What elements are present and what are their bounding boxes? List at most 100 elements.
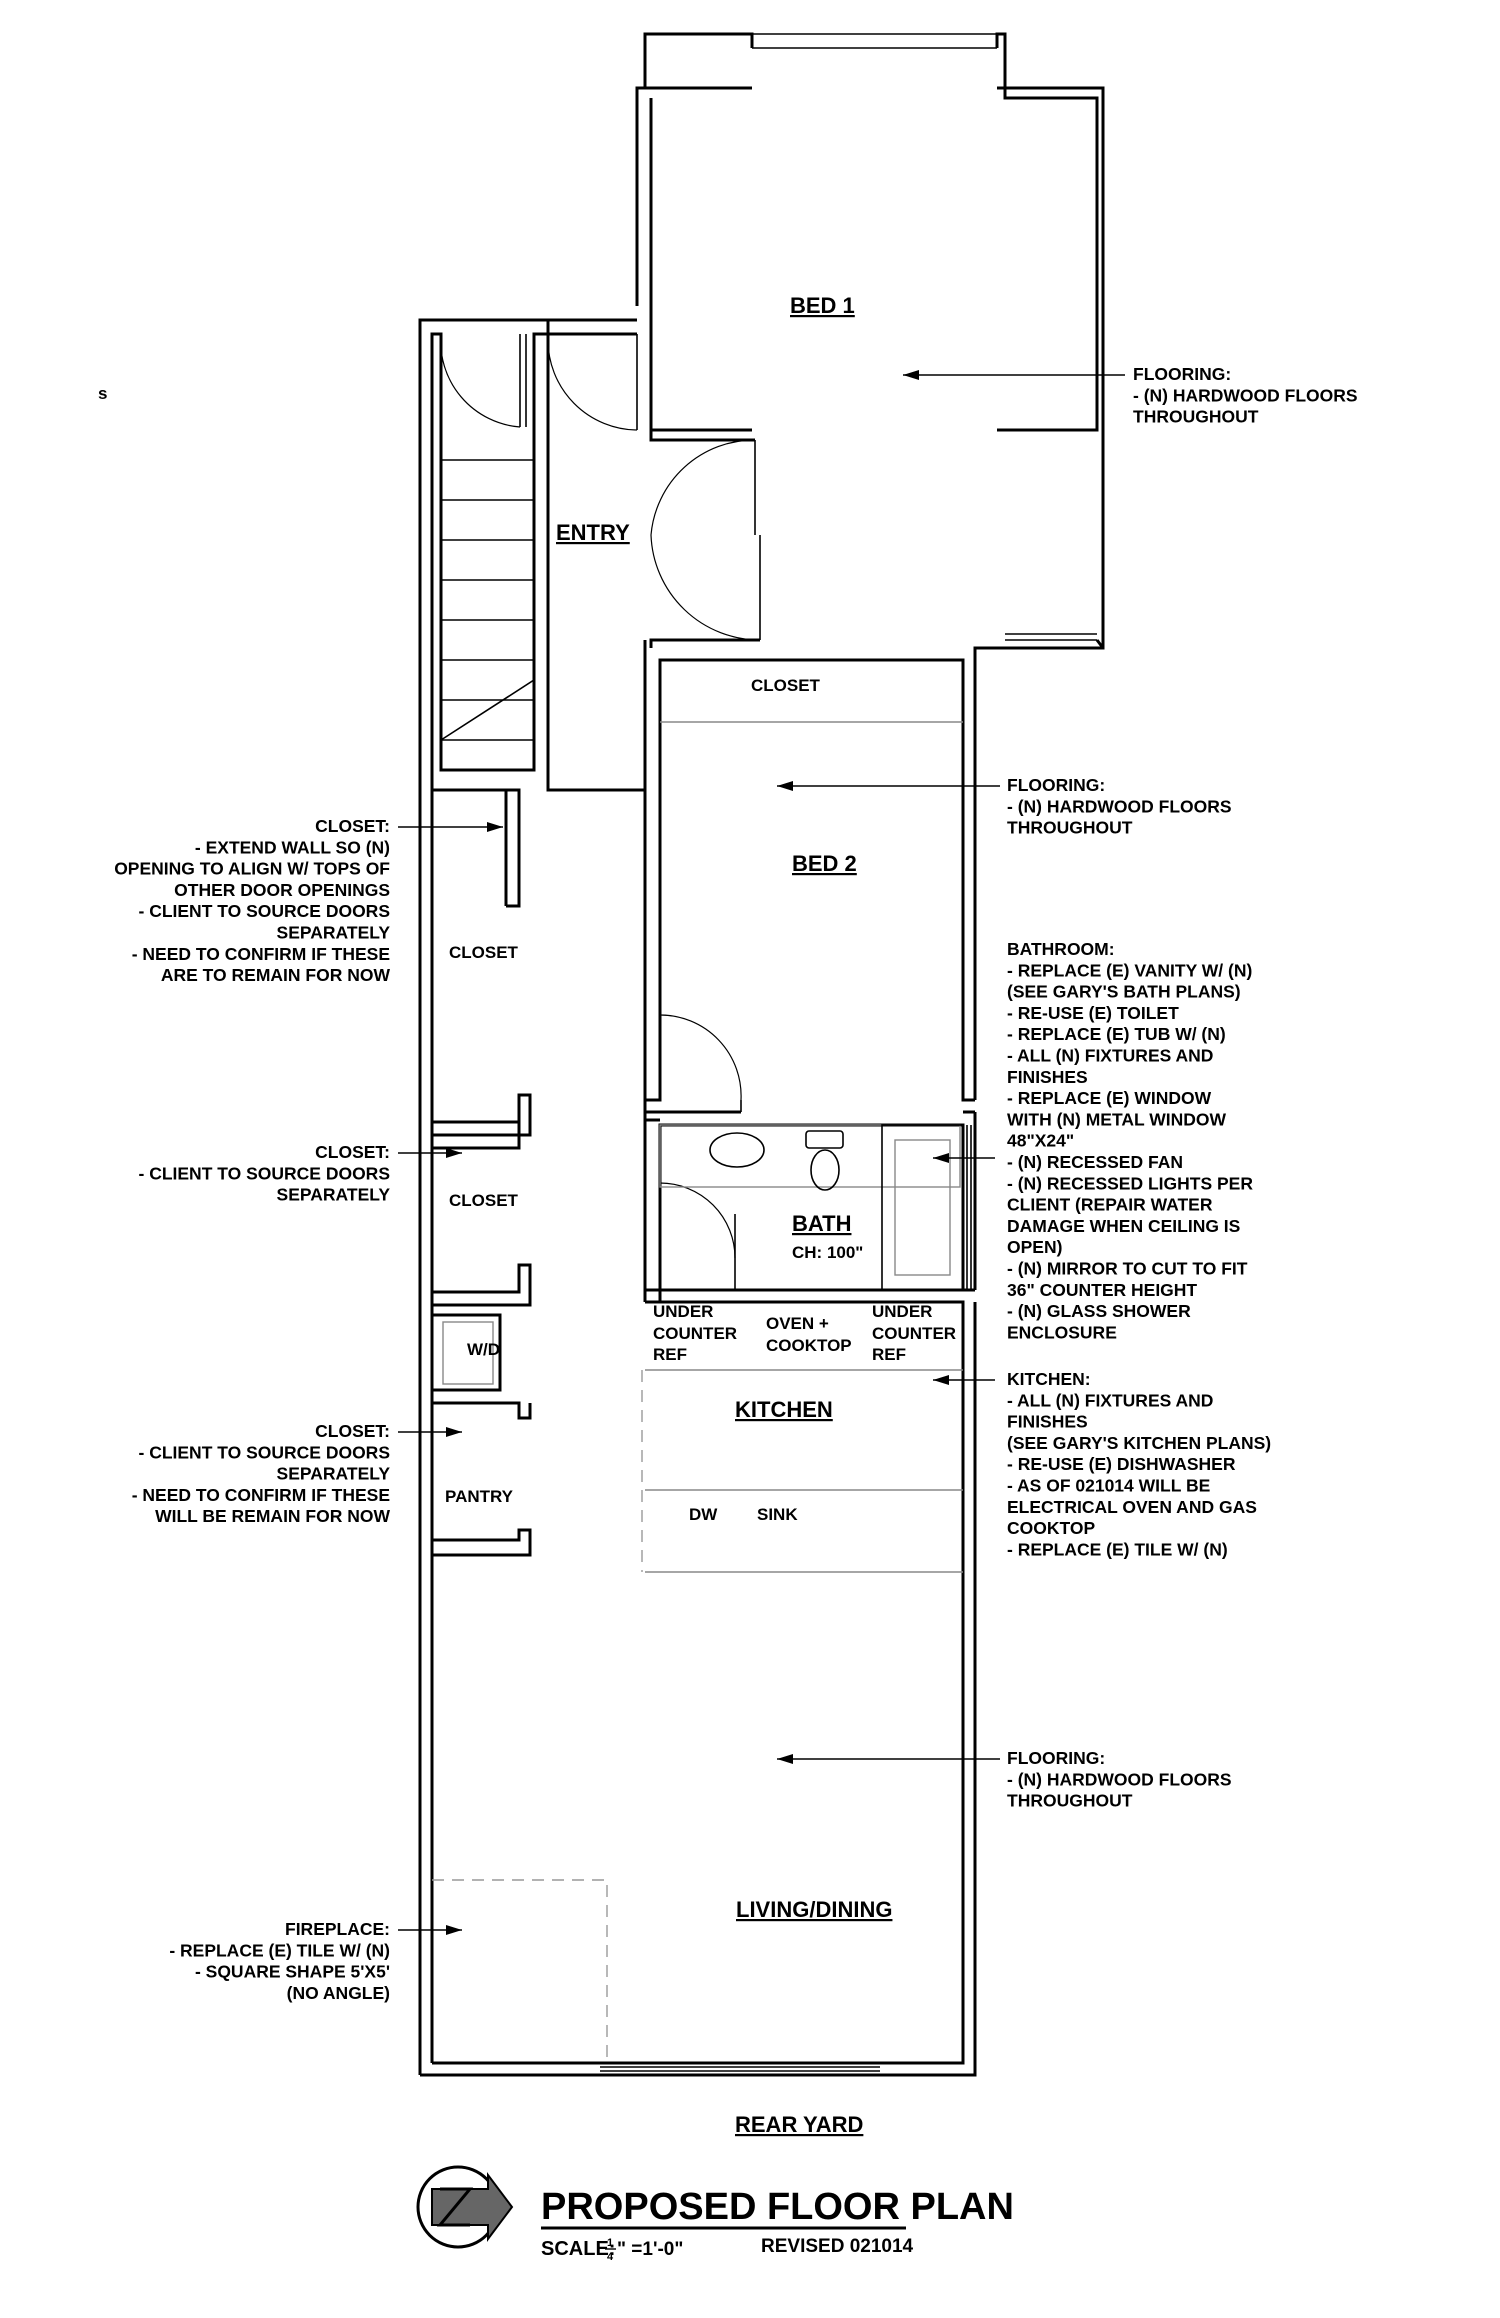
note-flooring-bed1-line-0: FLOORING: (1133, 364, 1231, 384)
note-kitchen-line-5: - AS OF 021014 WILL BE (1007, 1476, 1210, 1496)
note-kitchen-line-1: - ALL (N) FIXTURES AND (1007, 1390, 1213, 1410)
room-label-living-dining: LIVING/DINING (736, 1897, 892, 1922)
kitchen-label-ref-left-3: REF (653, 1345, 687, 1364)
note-kitchen-line-4: - RE-USE (E) DISHWASHER (1007, 1454, 1236, 1474)
window-details (600, 33, 1097, 2072)
note-bathroom-line-6: FINISHES (1007, 1067, 1088, 1087)
kitchen-label-ref-right-1: UNDER (872, 1302, 932, 1321)
room-label-bed2: BED 2 (792, 851, 857, 876)
note-bathroom-line-17: - (N) GLASS SHOWER (1007, 1301, 1191, 1321)
note-closet-pantry-line-4: WILL BE REMAIN FOR NOW (155, 1506, 390, 1526)
note-closet-extend-line-7: ARE TO REMAIN FOR NOW (161, 965, 391, 985)
note-bathroom-line-18: ENCLOSURE (1007, 1322, 1117, 1342)
sink-basin (709, 1132, 765, 1168)
annotation-notes: FLOORING:- (N) HARDWOOD FLOORSTHROUGHOUT… (114, 364, 1357, 2003)
note-bathroom-line-7: - REPLACE (E) WINDOW (1007, 1088, 1212, 1108)
kitchen-label-ref-right-3: REF (872, 1345, 906, 1364)
note-closet-pantry-line-0: CLOSET: (315, 1421, 390, 1441)
walls (418, 32, 1105, 2077)
leader-lines (398, 370, 1125, 1935)
title-block: PROPOSED FLOOR PLAN SCALE: 1 4 " =1'-0" … (416, 2165, 1014, 2263)
note-closet-source-line-0: CLOSET: (315, 1142, 390, 1162)
door-swings (440, 333, 761, 1290)
tub (894, 1139, 951, 1276)
note-bathroom-line-16: 36" COUNTER HEIGHT (1007, 1280, 1197, 1300)
room-label-kitchen: KITCHEN (735, 1397, 833, 1422)
kitchen-label-oven-2: COOKTOP (766, 1336, 852, 1355)
room-label-bed1: BED 1 (790, 293, 855, 318)
note-bathroom-line-0: BATHROOM: (1007, 939, 1115, 959)
note-bathroom-line-2: (SEE GARY'S BATH PLANS) (1007, 982, 1241, 1002)
note-flooring-bed1-line-1: - (N) HARDWOOD FLOORS (1133, 385, 1358, 405)
bath-fixtures (659, 1124, 964, 1291)
drawing-title: PROPOSED FLOOR PLAN (541, 2186, 1014, 2228)
note-closet-extend-line-1: - EXTEND WALL SO (N) (195, 837, 390, 857)
note-closet-extend-line-3: OTHER DOOR OPENINGS (174, 880, 390, 900)
note-flooring-living-line-0: FLOORING: (1007, 1748, 1105, 1768)
scale-value: " =1'-0" (617, 2239, 683, 2260)
note-flooring-bed2-line-1: - (N) HARDWOOD FLOORS (1007, 796, 1232, 816)
room-label-bath: BATH (792, 1211, 851, 1236)
note-closet-source-line-2: SEPARATELY (277, 1185, 391, 1205)
note-closet-extend-line-4: - CLIENT TO SOURCE DOORS (139, 901, 391, 921)
note-bathroom-line-11: - (N) RECESSED LIGHTS PER (1007, 1173, 1253, 1193)
note-kitchen-line-6: ELECTRICAL OVEN AND GAS (1007, 1497, 1257, 1517)
note-bathroom-line-9: 48"X24" (1007, 1131, 1074, 1151)
note-flooring-bed2-line-2: THROUGHOUT (1007, 818, 1133, 838)
note-bathroom-line-8: WITH (N) METAL WINDOW (1007, 1109, 1227, 1129)
kitchen-counters (641, 1369, 963, 1573)
room-label-wd: W/D (467, 1340, 500, 1359)
note-bathroom-line-14: OPEN) (1007, 1237, 1062, 1257)
washer-dryer-box (442, 1321, 494, 1385)
rear-yard-label: REAR YARD (735, 2112, 863, 2137)
scale-label: SCALE: (541, 2238, 615, 2260)
note-kitchen-line-7: COOKTOP (1007, 1518, 1095, 1538)
kitchen-label-dw: DW (689, 1505, 718, 1524)
room-label-closet-2: CLOSET (449, 1191, 519, 1210)
note-bathroom-line-15: - (N) MIRROR TO CUT TO FIT (1007, 1259, 1248, 1279)
kitchen-label-ref-left-1: UNDER (653, 1302, 713, 1321)
kitchen-label-ref-right-2: COUNTER (872, 1324, 956, 1343)
bath-ceiling-height: CH: 100" (792, 1243, 863, 1262)
room-label-entry: ENTRY (556, 520, 630, 545)
note-closet-extend-line-2: OPENING TO ALIGN W/ TOPS OF (114, 859, 390, 879)
room-label-closet-top: CLOSET (751, 676, 821, 695)
note-closet-pantry-line-2: SEPARATELY (277, 1464, 391, 1484)
note-kitchen-line-3: (SEE GARY'S KITCHEN PLANS) (1007, 1433, 1271, 1453)
staircase (440, 459, 535, 741)
note-bathroom-line-5: - ALL (N) FIXTURES AND (1007, 1046, 1213, 1066)
note-flooring-living-line-2: THROUGHOUT (1007, 1791, 1133, 1811)
note-closet-extend-line-6: - NEED TO CONFIRM IF THESE (132, 944, 390, 964)
note-flooring-bed2-line-0: FLOORING: (1007, 775, 1105, 795)
note-kitchen-line-8: - REPLACE (E) TILE W/ (N) (1007, 1539, 1228, 1559)
note-bathroom-line-3: - RE-USE (E) TOILET (1007, 1003, 1179, 1023)
kitchen-label-oven-1: OVEN + (766, 1314, 829, 1333)
note-bathroom-line-13: DAMAGE WHEN CEILING IS (1007, 1216, 1240, 1236)
note-closet-extend-line-0: CLOSET: (315, 816, 390, 836)
note-closet-extend-line-5: SEPARATELY (277, 923, 391, 943)
note-closet-pantry-line-3: - NEED TO CONFIRM IF THESE (132, 1485, 390, 1505)
note-closet-source-line-1: - CLIENT TO SOURCE DOORS (139, 1163, 391, 1183)
north-arrow-icon (416, 2165, 514, 2249)
note-fireplace-line-2: - SQUARE SHAPE 5'X5' (195, 1962, 390, 1982)
toilet-bowl (810, 1149, 840, 1191)
note-fireplace-line-0: FIREPLACE: (285, 1919, 390, 1939)
margin-glyph: s (98, 384, 107, 403)
note-kitchen-line-0: KITCHEN: (1007, 1369, 1091, 1389)
room-label-pantry: PANTRY (445, 1487, 514, 1506)
note-bathroom-line-12: CLIENT (REPAIR WATER (1007, 1195, 1213, 1215)
note-fireplace-line-3: (NO ANGLE) (287, 1983, 390, 2003)
kitchen-appliance-labels: UNDER COUNTER REF OVEN + COOKTOP UNDER C… (653, 1302, 956, 1524)
scale-denominator: 4 (607, 2251, 614, 2263)
note-fireplace-line-1: - REPLACE (E) TILE W/ (N) (169, 1940, 390, 1960)
note-kitchen-line-2: FINISHES (1007, 1412, 1088, 1432)
note-flooring-bed1-line-2: THROUGHOUT (1133, 407, 1259, 427)
kitchen-label-sink: SINK (757, 1505, 798, 1524)
toilet-tank (805, 1130, 844, 1149)
note-bathroom-line-10: - (N) RECESSED FAN (1007, 1152, 1183, 1172)
revision-label: REVISED 021014 (761, 2236, 914, 2257)
note-bathroom-line-1: - REPLACE (E) VANITY W/ (N) (1007, 960, 1252, 980)
fireplace-outline (432, 1879, 608, 2063)
note-bathroom-line-4: - REPLACE (E) TUB W/ (N) (1007, 1024, 1226, 1044)
